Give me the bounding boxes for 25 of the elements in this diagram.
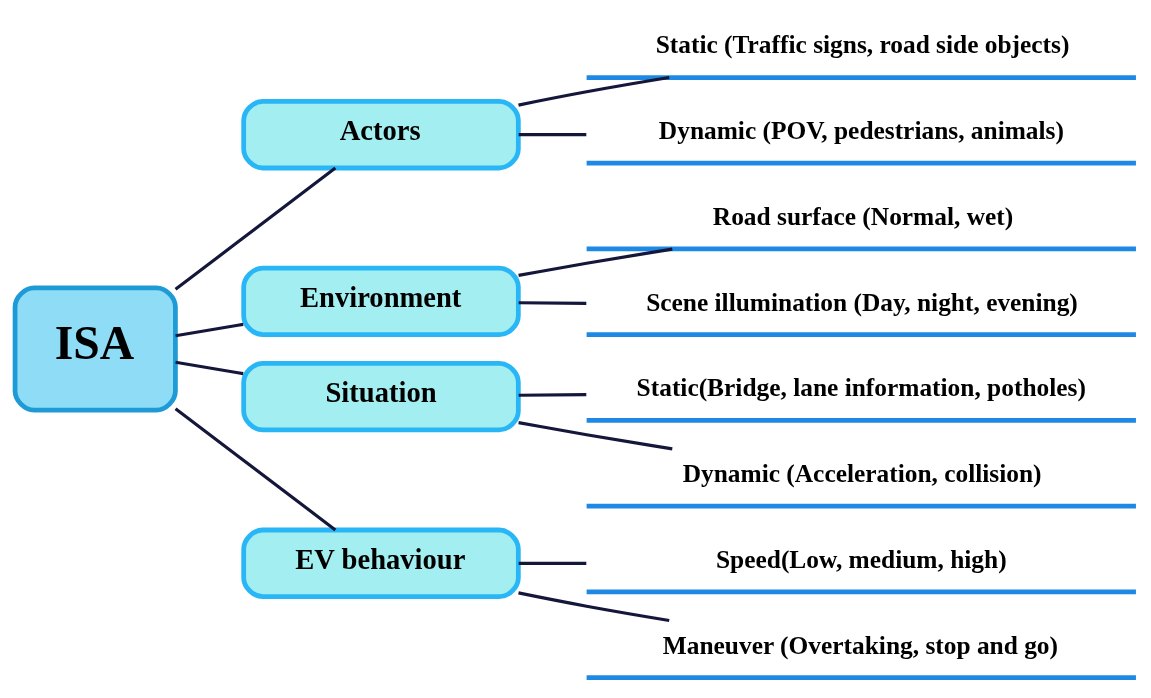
node-text: Dynamic (POV, pedestrians, animals): [658, 116, 1064, 145]
connector: [175, 322, 244, 338]
connector: [174, 166, 337, 291]
connector: [518, 393, 587, 397]
node-text: Road surface (Normal, wet): [712, 201, 1014, 230]
connector: [518, 591, 670, 623]
node-text: Static (Traffic signs, road side objects): [655, 30, 1070, 59]
node-box: EV behaviour: [241, 527, 521, 600]
node-text: Static(Bridge, lane information, potholes): [636, 373, 1086, 402]
connector: [518, 133, 587, 137]
node-box: ISA: [12, 285, 178, 413]
node-text: Dynamic (Acceleration, collision): [682, 459, 1042, 488]
connector: [518, 301, 587, 305]
connector: [175, 360, 244, 376]
connector: [518, 561, 587, 565]
node-box: Situation: [241, 360, 521, 433]
connector: [174, 407, 337, 532]
connector: [518, 247, 673, 277]
node-text: Maneuver (Overtaking, stop and go): [662, 630, 1059, 659]
node-box: Environment: [241, 265, 521, 338]
connector: [518, 75, 670, 107]
node-text: Scene illumination (Day, night, evening): [646, 287, 1078, 316]
node-box: Actors: [241, 98, 521, 171]
connector: [518, 421, 673, 451]
node-text: Speed(Low, medium, high): [716, 544, 1007, 573]
